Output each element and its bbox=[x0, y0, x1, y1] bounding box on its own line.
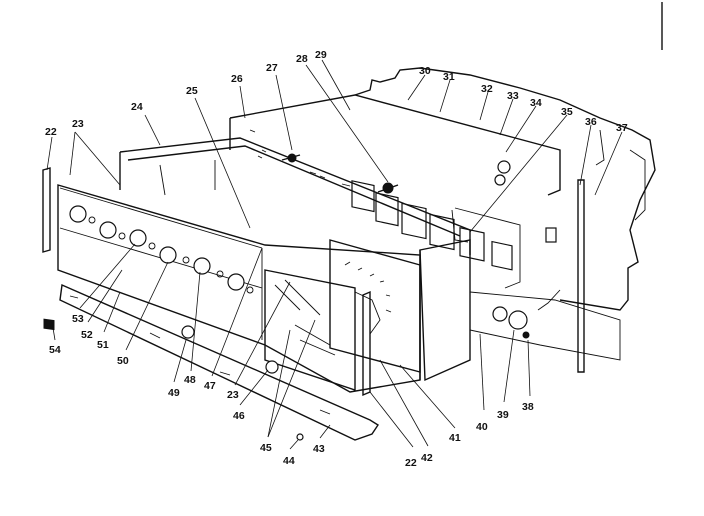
console-box bbox=[119, 137, 521, 382]
callout-29: 29 bbox=[315, 49, 327, 61]
callout-30: 30 bbox=[419, 65, 431, 77]
bottom-trim bbox=[43, 283, 379, 441]
rear-panel bbox=[354, 67, 656, 311]
callout-51: 51 bbox=[97, 339, 109, 351]
callout-43: 43 bbox=[313, 443, 325, 455]
callout-47: 47 bbox=[204, 380, 216, 392]
callout-39: 39 bbox=[497, 409, 509, 421]
callout-41: 41 bbox=[449, 432, 461, 444]
callout-50: 50 bbox=[117, 355, 129, 367]
callout-22-right: 22 bbox=[405, 457, 417, 469]
callout-25: 25 bbox=[186, 85, 198, 97]
callout-23-top: 23 bbox=[72, 118, 84, 130]
callout-46: 46 bbox=[233, 410, 245, 422]
callout-26: 26 bbox=[231, 73, 243, 85]
callout-33: 33 bbox=[507, 90, 519, 102]
callout-54: 54 bbox=[49, 344, 61, 356]
leader-lines bbox=[46, 59, 623, 450]
callout-36: 36 bbox=[585, 116, 597, 128]
shaft-parts bbox=[281, 153, 399, 194]
callout-40: 40 bbox=[476, 421, 488, 433]
callout-31: 31 bbox=[443, 71, 455, 83]
knob-row bbox=[69, 205, 254, 294]
callout-34: 34 bbox=[530, 97, 542, 109]
callout-22-left: 22 bbox=[45, 126, 57, 138]
callout-48: 48 bbox=[184, 374, 196, 386]
callout-49: 49 bbox=[168, 387, 180, 399]
callout-27: 27 bbox=[266, 62, 278, 74]
wiring-and-lamp bbox=[469, 179, 621, 373]
callout-labels: 22 23 24 25 26 27 28 29 30 31 32 33 34 3… bbox=[45, 49, 628, 469]
callout-28: 28 bbox=[296, 53, 308, 65]
callout-37: 37 bbox=[616, 122, 628, 134]
callout-42: 42 bbox=[421, 452, 433, 464]
callout-53: 53 bbox=[72, 313, 84, 325]
callout-35: 35 bbox=[561, 106, 573, 118]
callout-45-lower: 45 bbox=[260, 442, 272, 454]
control-housing bbox=[229, 94, 561, 196]
callout-52: 52 bbox=[81, 329, 93, 341]
callout-23-bottom: 23 bbox=[227, 389, 239, 401]
callout-24: 24 bbox=[131, 101, 143, 113]
callout-44: 44 bbox=[283, 455, 295, 467]
callout-32: 32 bbox=[481, 83, 493, 95]
callout-38: 38 bbox=[522, 401, 534, 413]
